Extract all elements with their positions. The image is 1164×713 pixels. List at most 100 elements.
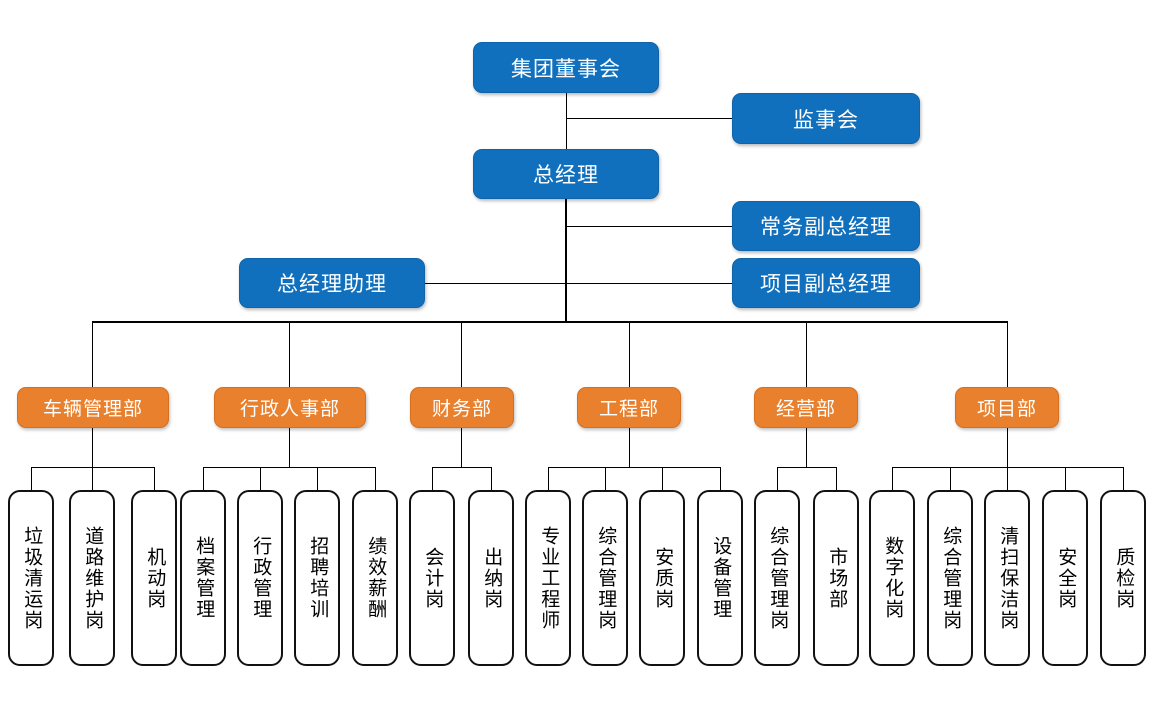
leaf-position-label: 设备管理 xyxy=(710,536,732,620)
leaf-position-label: 数字化岗 xyxy=(882,536,904,620)
connector-dept1-leaf-2 xyxy=(92,467,93,491)
leaf-position-box[interactable]: 会计岗 xyxy=(409,490,455,666)
leaf-position-box[interactable]: 行政管理 xyxy=(237,490,283,666)
leaf-position-label: 综合管理岗 xyxy=(940,525,962,631)
leaf-position-box[interactable]: 安质岗 xyxy=(639,490,685,666)
node-board-of-directors[interactable]: 集团董事会 xyxy=(473,42,659,93)
connector-dept1-leaf-1 xyxy=(31,467,32,491)
leaf-position-label: 行政管理 xyxy=(250,536,272,620)
node-general-manager[interactable]: 总经理 xyxy=(473,149,659,199)
leaf-position-box[interactable]: 质检岗 xyxy=(1100,490,1146,666)
leaf-position-box[interactable]: 清扫保洁岗 xyxy=(984,490,1030,666)
leaf-position-box[interactable]: 设备管理 xyxy=(697,490,743,666)
leaf-position-box[interactable]: 安全岗 xyxy=(1042,490,1088,666)
leaf-position-label: 会计岗 xyxy=(422,546,444,610)
connector-dept4-leaf-4 xyxy=(720,467,721,491)
connector-dept3-bus xyxy=(432,467,491,468)
leaf-position-box[interactable]: 专业工程师 xyxy=(525,490,571,666)
node-department-engineering-label: 工程部 xyxy=(598,399,659,420)
connector-gm-to-executive-deputy xyxy=(566,226,732,227)
node-department-engineering[interactable]: 工程部 xyxy=(577,387,681,428)
connector-dept1-stem xyxy=(92,427,93,467)
connector-dept6-leaf-5 xyxy=(1123,467,1124,491)
node-department-admin-hr-label: 行政人事部 xyxy=(239,399,340,420)
leaf-position-label: 专业工程师 xyxy=(538,525,560,631)
leaf-position-label: 道路维护岗 xyxy=(82,525,104,631)
leaf-position-label: 综合管理岗 xyxy=(595,525,617,631)
connector-bus-to-dept-1 xyxy=(92,321,93,387)
connector-gm-to-project-deputy xyxy=(566,283,732,284)
connector-gm-trunk xyxy=(565,199,567,322)
leaf-position-label: 安质岗 xyxy=(652,546,674,610)
leaf-position-box[interactable]: 出纳岗 xyxy=(468,490,514,666)
connector-dept2-leaf-2 xyxy=(260,467,261,491)
connector-dept6-leaf-2 xyxy=(950,467,951,491)
node-project-deputy-gm-label: 项目副总经理 xyxy=(760,273,892,296)
node-project-deputy-gm[interactable]: 项目副总经理 xyxy=(732,258,920,308)
leaf-position-box[interactable]: 垃圾清运岗 xyxy=(8,490,54,666)
leaf-position-box[interactable]: 招聘培训 xyxy=(294,490,340,666)
connector-dept6-stem xyxy=(1007,427,1008,467)
leaf-position-label: 招聘培训 xyxy=(307,536,329,620)
node-board-of-directors-label: 集团董事会 xyxy=(511,57,621,81)
connector-dept5-stem xyxy=(806,427,807,467)
connector-bus-to-dept-5 xyxy=(806,321,807,387)
connector-dept4-stem xyxy=(629,427,630,467)
node-supervisory-board-label: 监事会 xyxy=(793,108,859,132)
leaf-position-label: 垃圾清运岗 xyxy=(21,525,43,631)
connector-dept4-leaf-3 xyxy=(662,467,663,491)
connector-dept6-leaf-1 xyxy=(892,467,893,491)
node-executive-deputy-gm[interactable]: 常务副总经理 xyxy=(732,201,920,251)
leaf-position-label: 绩效薪酬 xyxy=(365,536,387,620)
node-department-operations-label: 经营部 xyxy=(775,399,836,420)
leaf-position-label: 综合管理岗 xyxy=(767,525,789,631)
leaf-position-label: 档案管理 xyxy=(193,536,215,620)
connector-bus-to-dept-3 xyxy=(461,321,462,387)
connector-dept2-leaf-3 xyxy=(317,467,318,491)
node-department-operations[interactable]: 经营部 xyxy=(754,387,858,428)
connector-dept5-bus xyxy=(777,467,836,468)
connector-dept3-leaf-2 xyxy=(491,467,492,491)
node-department-project-label: 项目部 xyxy=(976,399,1037,420)
leaf-position-box[interactable]: 道路维护岗 xyxy=(69,490,115,666)
connector-dept2-leaf-4 xyxy=(375,467,376,491)
connector-bus-to-dept-6 xyxy=(1007,321,1008,387)
connector-bus-to-dept-2 xyxy=(289,321,290,387)
node-department-admin-hr[interactable]: 行政人事部 xyxy=(214,387,366,428)
connector-dept4-leaf-1 xyxy=(548,467,549,491)
node-general-manager-label: 总经理 xyxy=(533,164,599,187)
leaf-position-box[interactable]: 综合管理岗 xyxy=(582,490,628,666)
leaf-position-box[interactable]: 综合管理岗 xyxy=(754,490,800,666)
leaf-position-box[interactable]: 市场部 xyxy=(813,490,859,666)
leaf-position-box[interactable]: 综合管理岗 xyxy=(927,490,973,666)
node-gm-assistant[interactable]: 总经理助理 xyxy=(239,258,425,308)
connector-dept4-leaf-2 xyxy=(605,467,606,491)
node-executive-deputy-gm-label: 常务副总经理 xyxy=(760,216,892,239)
connector-dept5-leaf-2 xyxy=(836,467,837,491)
leaf-position-box[interactable]: 绩效薪酬 xyxy=(352,490,398,666)
node-department-finance-label: 财务部 xyxy=(431,399,492,420)
connector-board-to-supervisory xyxy=(566,118,732,119)
leaf-position-box[interactable]: 机动岗 xyxy=(131,490,177,666)
connector-dept3-stem xyxy=(461,427,462,467)
connector-dept3-leaf-1 xyxy=(432,467,433,491)
leaf-position-label: 机动岗 xyxy=(144,546,166,610)
connector-gm-to-assistant xyxy=(424,283,566,284)
connector-board-to-gm xyxy=(566,93,567,151)
node-department-vehicle-management[interactable]: 车辆管理部 xyxy=(17,387,169,428)
leaf-position-label: 安全岗 xyxy=(1055,546,1077,610)
node-supervisory-board[interactable]: 监事会 xyxy=(732,93,920,144)
leaf-position-label: 市场部 xyxy=(826,546,848,610)
connector-dept5-leaf-1 xyxy=(777,467,778,491)
node-department-finance[interactable]: 财务部 xyxy=(410,387,514,428)
leaf-position-box[interactable]: 档案管理 xyxy=(180,490,226,666)
node-department-project[interactable]: 项目部 xyxy=(955,387,1059,428)
node-gm-assistant-label: 总经理助理 xyxy=(277,273,387,296)
leaf-position-label: 出纳岗 xyxy=(481,546,503,610)
connector-bus-to-dept-4 xyxy=(629,321,630,387)
department-bus xyxy=(92,321,1008,323)
leaf-position-box[interactable]: 数字化岗 xyxy=(869,490,915,666)
connector-dept6-leaf-4 xyxy=(1065,467,1066,491)
node-department-vehicle-management-label: 车辆管理部 xyxy=(42,399,143,420)
